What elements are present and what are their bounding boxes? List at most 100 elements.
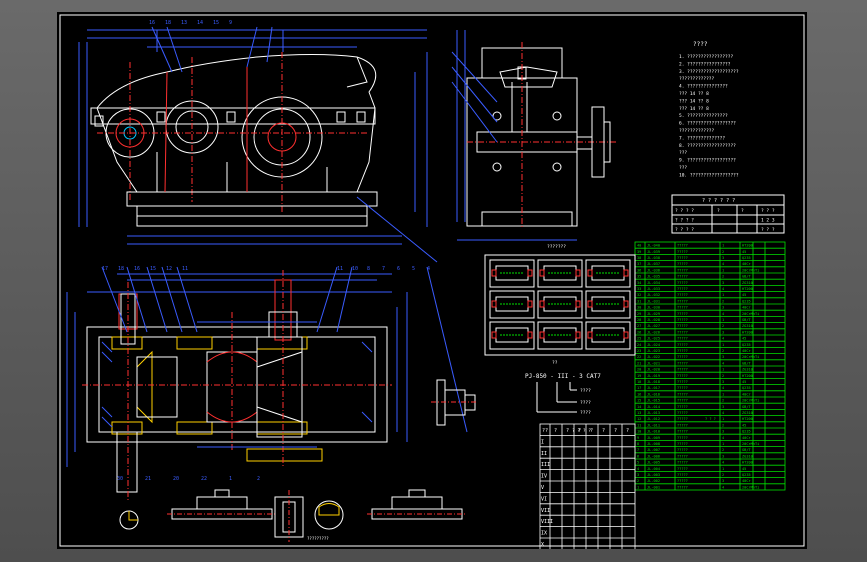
part-number: 30 [637, 306, 641, 310]
part-qty: 2 [722, 399, 724, 403]
mounting-variant [585, 321, 631, 350]
side-elevation-view [451, 30, 617, 241]
parts-list-title: ? ? ? [705, 417, 716, 421]
part-number: 24 [637, 343, 641, 347]
part-name: ????? [677, 485, 688, 489]
callout-label: 17 [102, 266, 108, 272]
spec-table-title: ? ? ? ? ? ? [702, 198, 735, 204]
part-number: 37 [637, 262, 641, 266]
part-material: 20CrMnTi [742, 485, 759, 489]
part-name: ????? [677, 330, 688, 334]
part-material: 45 [742, 467, 746, 471]
part-qty: 4 [722, 287, 724, 291]
stage-header-cell: ? [554, 428, 557, 434]
part-qty: 1 [722, 268, 724, 272]
note-line: 6. ?????????????????? [679, 121, 736, 127]
part-number: 35 [637, 275, 641, 279]
part-number: 12 [637, 417, 641, 421]
spec-cell: ? ? ? [761, 227, 775, 233]
spec-cell: 1 2 3 [761, 218, 775, 224]
model-part-2: ???? [580, 400, 591, 406]
note-line: 2. ???????????????? [679, 61, 731, 67]
part-qty: 4 [722, 386, 724, 390]
part-qty: 2 [722, 473, 724, 477]
note-line: 7. ?????????????? [679, 135, 725, 141]
part-number: 13 [637, 411, 641, 415]
callout-label: 12 [166, 266, 172, 272]
mounting-variant [537, 259, 583, 288]
stage-roman: VII [541, 508, 550, 514]
part-code: JL-030 [647, 306, 660, 310]
note-line: ??? [679, 150, 687, 156]
bottom-view-label: ????????? [307, 536, 329, 541]
part-code: JL-006 [647, 454, 660, 458]
part-material: ZG310 [742, 368, 753, 372]
part-qty: 3 [722, 306, 724, 310]
part-name: ????? [677, 399, 688, 403]
stage-roman: VIII [541, 519, 553, 525]
part-number: 17 [637, 386, 641, 390]
part-material: 40Cr [742, 479, 751, 483]
part-qty: 3 [722, 405, 724, 409]
part-material: ZG310 [742, 454, 753, 458]
part-name: ????? [677, 349, 688, 353]
part-name: ????? [677, 380, 688, 384]
mounting-variants-grid: ??????? ?? [484, 244, 636, 366]
part-name: ????? [677, 281, 688, 285]
note-line: ??? 14 ?? 8 [679, 98, 709, 104]
callout-label: 21 [145, 476, 151, 482]
note-line: 9. ?????????????????? [679, 158, 736, 164]
part-name: ????? [677, 368, 688, 372]
stage-header-cell: ? [566, 428, 569, 434]
part-material: 40Cr [742, 392, 751, 396]
callout-label: 5 [412, 266, 415, 272]
spec-cell: ? ? ? ? [675, 208, 694, 214]
model-part-3: ???? [580, 410, 591, 416]
part-qty: 3 [722, 256, 724, 260]
part-qty: 3 [722, 330, 724, 334]
part-material: GB/T [742, 361, 751, 365]
part-name: ????? [677, 287, 688, 291]
mounting-variant [585, 290, 631, 319]
part-code: JL-025 [647, 337, 660, 341]
mounting-variant [537, 321, 583, 350]
part-code: JL-026 [647, 330, 660, 334]
part-qty: 1 [722, 442, 724, 446]
stage-header-cell: ? [578, 428, 581, 434]
part-name: ????? [677, 256, 688, 260]
variants-label: ??????? [547, 244, 566, 250]
callout-label: 15 [213, 20, 219, 26]
part-name: ????? [677, 293, 688, 297]
part-name: ????? [677, 337, 688, 341]
mounting-variant [537, 290, 583, 319]
callout-label: 9 [229, 20, 232, 26]
part-material: HT200 [742, 287, 753, 291]
part-number: 6 [637, 454, 639, 458]
part-code: JL-034 [647, 281, 660, 285]
part-code: JL-014 [647, 405, 660, 409]
stage-roman: V [541, 485, 544, 491]
mounting-variant [489, 290, 535, 319]
part-qty: 1 [722, 467, 724, 471]
part-material: 45 [742, 337, 746, 341]
part-name: ????? [677, 436, 688, 440]
callout-label: 8 [367, 266, 370, 272]
part-material: 40Cr [742, 306, 751, 310]
part-code: JL-018 [647, 380, 660, 384]
part-qty: 3 [722, 281, 724, 285]
part-code: JL-010 [647, 430, 660, 434]
part-number: 29 [637, 312, 641, 316]
plan-section-view [66, 266, 468, 502]
part-code: JL-013 [647, 411, 660, 415]
part-qty: 2 [722, 349, 724, 353]
spec-table: ? ? ? ? ? ? ? ? ? ???? ? ?? ? ? ?1 2 3? … [671, 194, 785, 234]
callout-label: 30 [117, 476, 123, 482]
notes-heading: ???? [693, 41, 708, 48]
drawing-sheet: ???? 1. ?????????????????2. ????????????… [57, 12, 807, 549]
part-material: GB/T [742, 405, 751, 409]
part-material: Q235 [742, 430, 751, 434]
note-line: ????????????? [679, 76, 715, 82]
part-number: 4 [637, 467, 639, 471]
part-code: JL-036 [647, 268, 660, 272]
part-material: Q235 [742, 299, 751, 303]
